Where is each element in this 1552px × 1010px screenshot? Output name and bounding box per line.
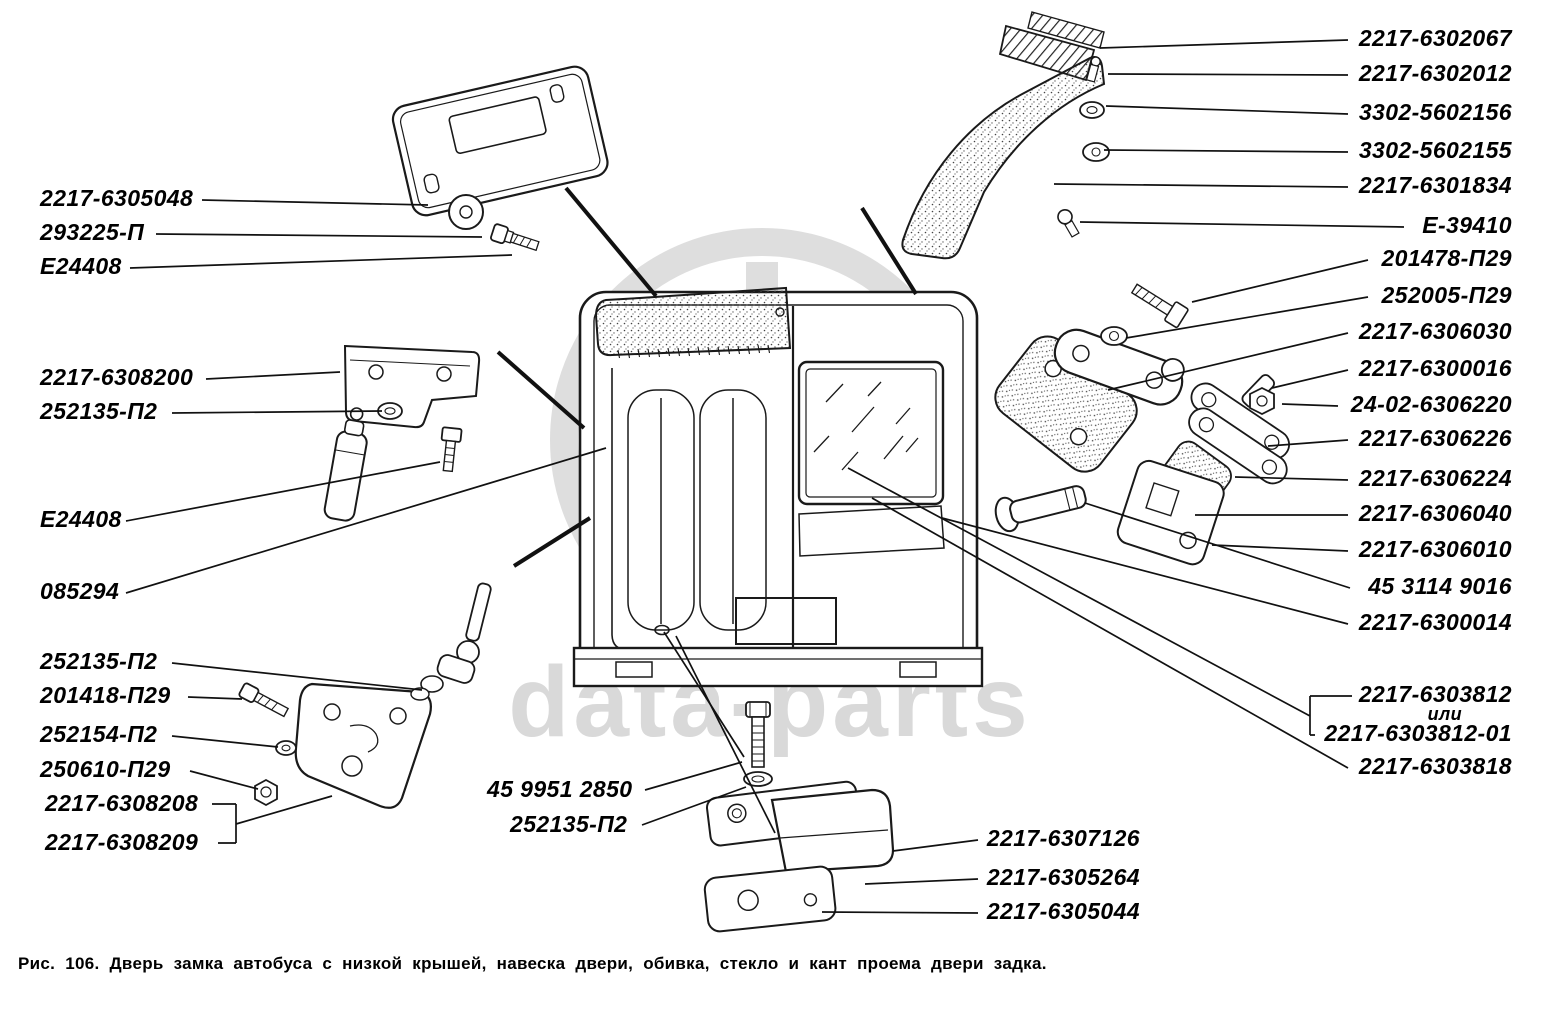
part-label-252135-p2-c: 252135-П2 — [510, 811, 628, 837]
part-label-3302-5602156: 3302-5602156 — [1358, 99, 1512, 125]
part-label-2217-6306226: 2217-6306226 — [1358, 425, 1512, 451]
rear-window-frame — [797, 360, 945, 506]
part-label-2217-6303812-01: 2217-6303812-01 — [1324, 720, 1512, 746]
part-label-ili: или — [1427, 704, 1462, 724]
striker-mount-hole — [654, 624, 670, 636]
part-label-252154-p2: 252154-П2 — [40, 721, 158, 747]
part-label-2217-6301834: 2217-6301834 — [1358, 172, 1512, 198]
license-lamp-bracket-part — [391, 65, 609, 217]
lock-striker-part — [703, 701, 895, 933]
lower-hinge-bracket-part — [294, 682, 432, 809]
figure-caption: Рис. 106. Дверь замка автобуса с низкой … — [18, 954, 1047, 973]
van-rear-view — [572, 290, 984, 688]
part-label-2217-6308208: 2217-6308208 — [45, 790, 199, 816]
glass-reflections — [813, 381, 919, 471]
part-label-2217-6306224: 2217-6306224 — [1358, 465, 1512, 491]
upper-hinge-fasteners — [377, 402, 463, 473]
part-label-e24408-b: Е24408 — [40, 506, 122, 532]
part-label-201418-p29: 201418-П29 — [40, 682, 171, 708]
license-bracket-fasteners — [448, 194, 540, 252]
part-label-293225-p: 293225-П — [40, 219, 145, 245]
locator-strokes — [496, 186, 918, 568]
part-label-2217-6300014: 2217-6300014 — [1358, 609, 1512, 635]
part-label-2217-6305044: 2217-6305044 — [986, 898, 1140, 924]
door-hinge-parts — [994, 283, 1290, 566]
part-label-2217-6303818: 2217-6303818 — [1358, 753, 1512, 779]
part-label-2217-6308200: 2217-6308200 — [40, 364, 194, 390]
gas-strut-part — [323, 407, 368, 522]
part-label-252135-p2-a: 252135-П2 — [40, 398, 158, 424]
roof-corner-seal-part — [901, 11, 1110, 260]
part-label-24-02-6306220: 24-02-6306220 — [1350, 391, 1512, 417]
interior-seats — [627, 389, 767, 631]
license-recess — [735, 597, 837, 645]
part-label-45-9951-2850: 45 9951 2850 — [487, 776, 633, 802]
part-label-e24408-a: Е24408 — [40, 253, 122, 279]
part-label-2217-6300016: 2217-6300016 — [1358, 355, 1512, 381]
part-label-2217-6306030: 2217-6306030 — [1358, 318, 1512, 344]
part-label-2217-6308209: 2217-6308209 — [45, 829, 199, 855]
part-label-2217-6303812: 2217-6303812 — [1358, 681, 1512, 707]
part-label-2217-6307126: 2217-6307126 — [986, 825, 1140, 851]
part-label-2217-6306040: 2217-6306040 — [1358, 500, 1512, 526]
part-label-3302-5602155: 3302-5602155 — [1358, 137, 1512, 163]
part-label-2217-6306010: 2217-6306010 — [1358, 536, 1512, 562]
part-label-45-3114-9016: 45 3114 9016 — [1368, 573, 1512, 599]
lower-hinge-fasteners — [238, 682, 297, 807]
part-label-250610-p29: 250610-П29 — [40, 756, 171, 782]
part-label-2217-6305264: 2217-6305264 — [986, 864, 1140, 890]
bumper — [572, 646, 984, 688]
part-label-201478-p29: 201478-П29 — [1381, 245, 1512, 271]
part-label-085294: 085294 — [40, 578, 120, 604]
rear-window-glass — [805, 368, 937, 498]
hinge-link-part — [410, 582, 492, 701]
upper-hinge-bracket-part — [343, 344, 481, 429]
part-label-2217-6305048: 2217-6305048 — [40, 185, 194, 211]
part-label-2217-6302012: 2217-6302012 — [1358, 60, 1512, 86]
part-label-252135-p2-b: 252135-П2 — [40, 648, 158, 674]
part-label-252005-p29: 252005-П29 — [1381, 282, 1512, 308]
door-opening-seal-part — [594, 286, 792, 359]
leader-lines — [125, 39, 1405, 914]
part-label-2217-6302067: 2217-6302067 — [1358, 25, 1512, 51]
part-label-e-39410: Е-39410 — [1422, 212, 1512, 238]
door-crease-panel — [798, 505, 945, 557]
